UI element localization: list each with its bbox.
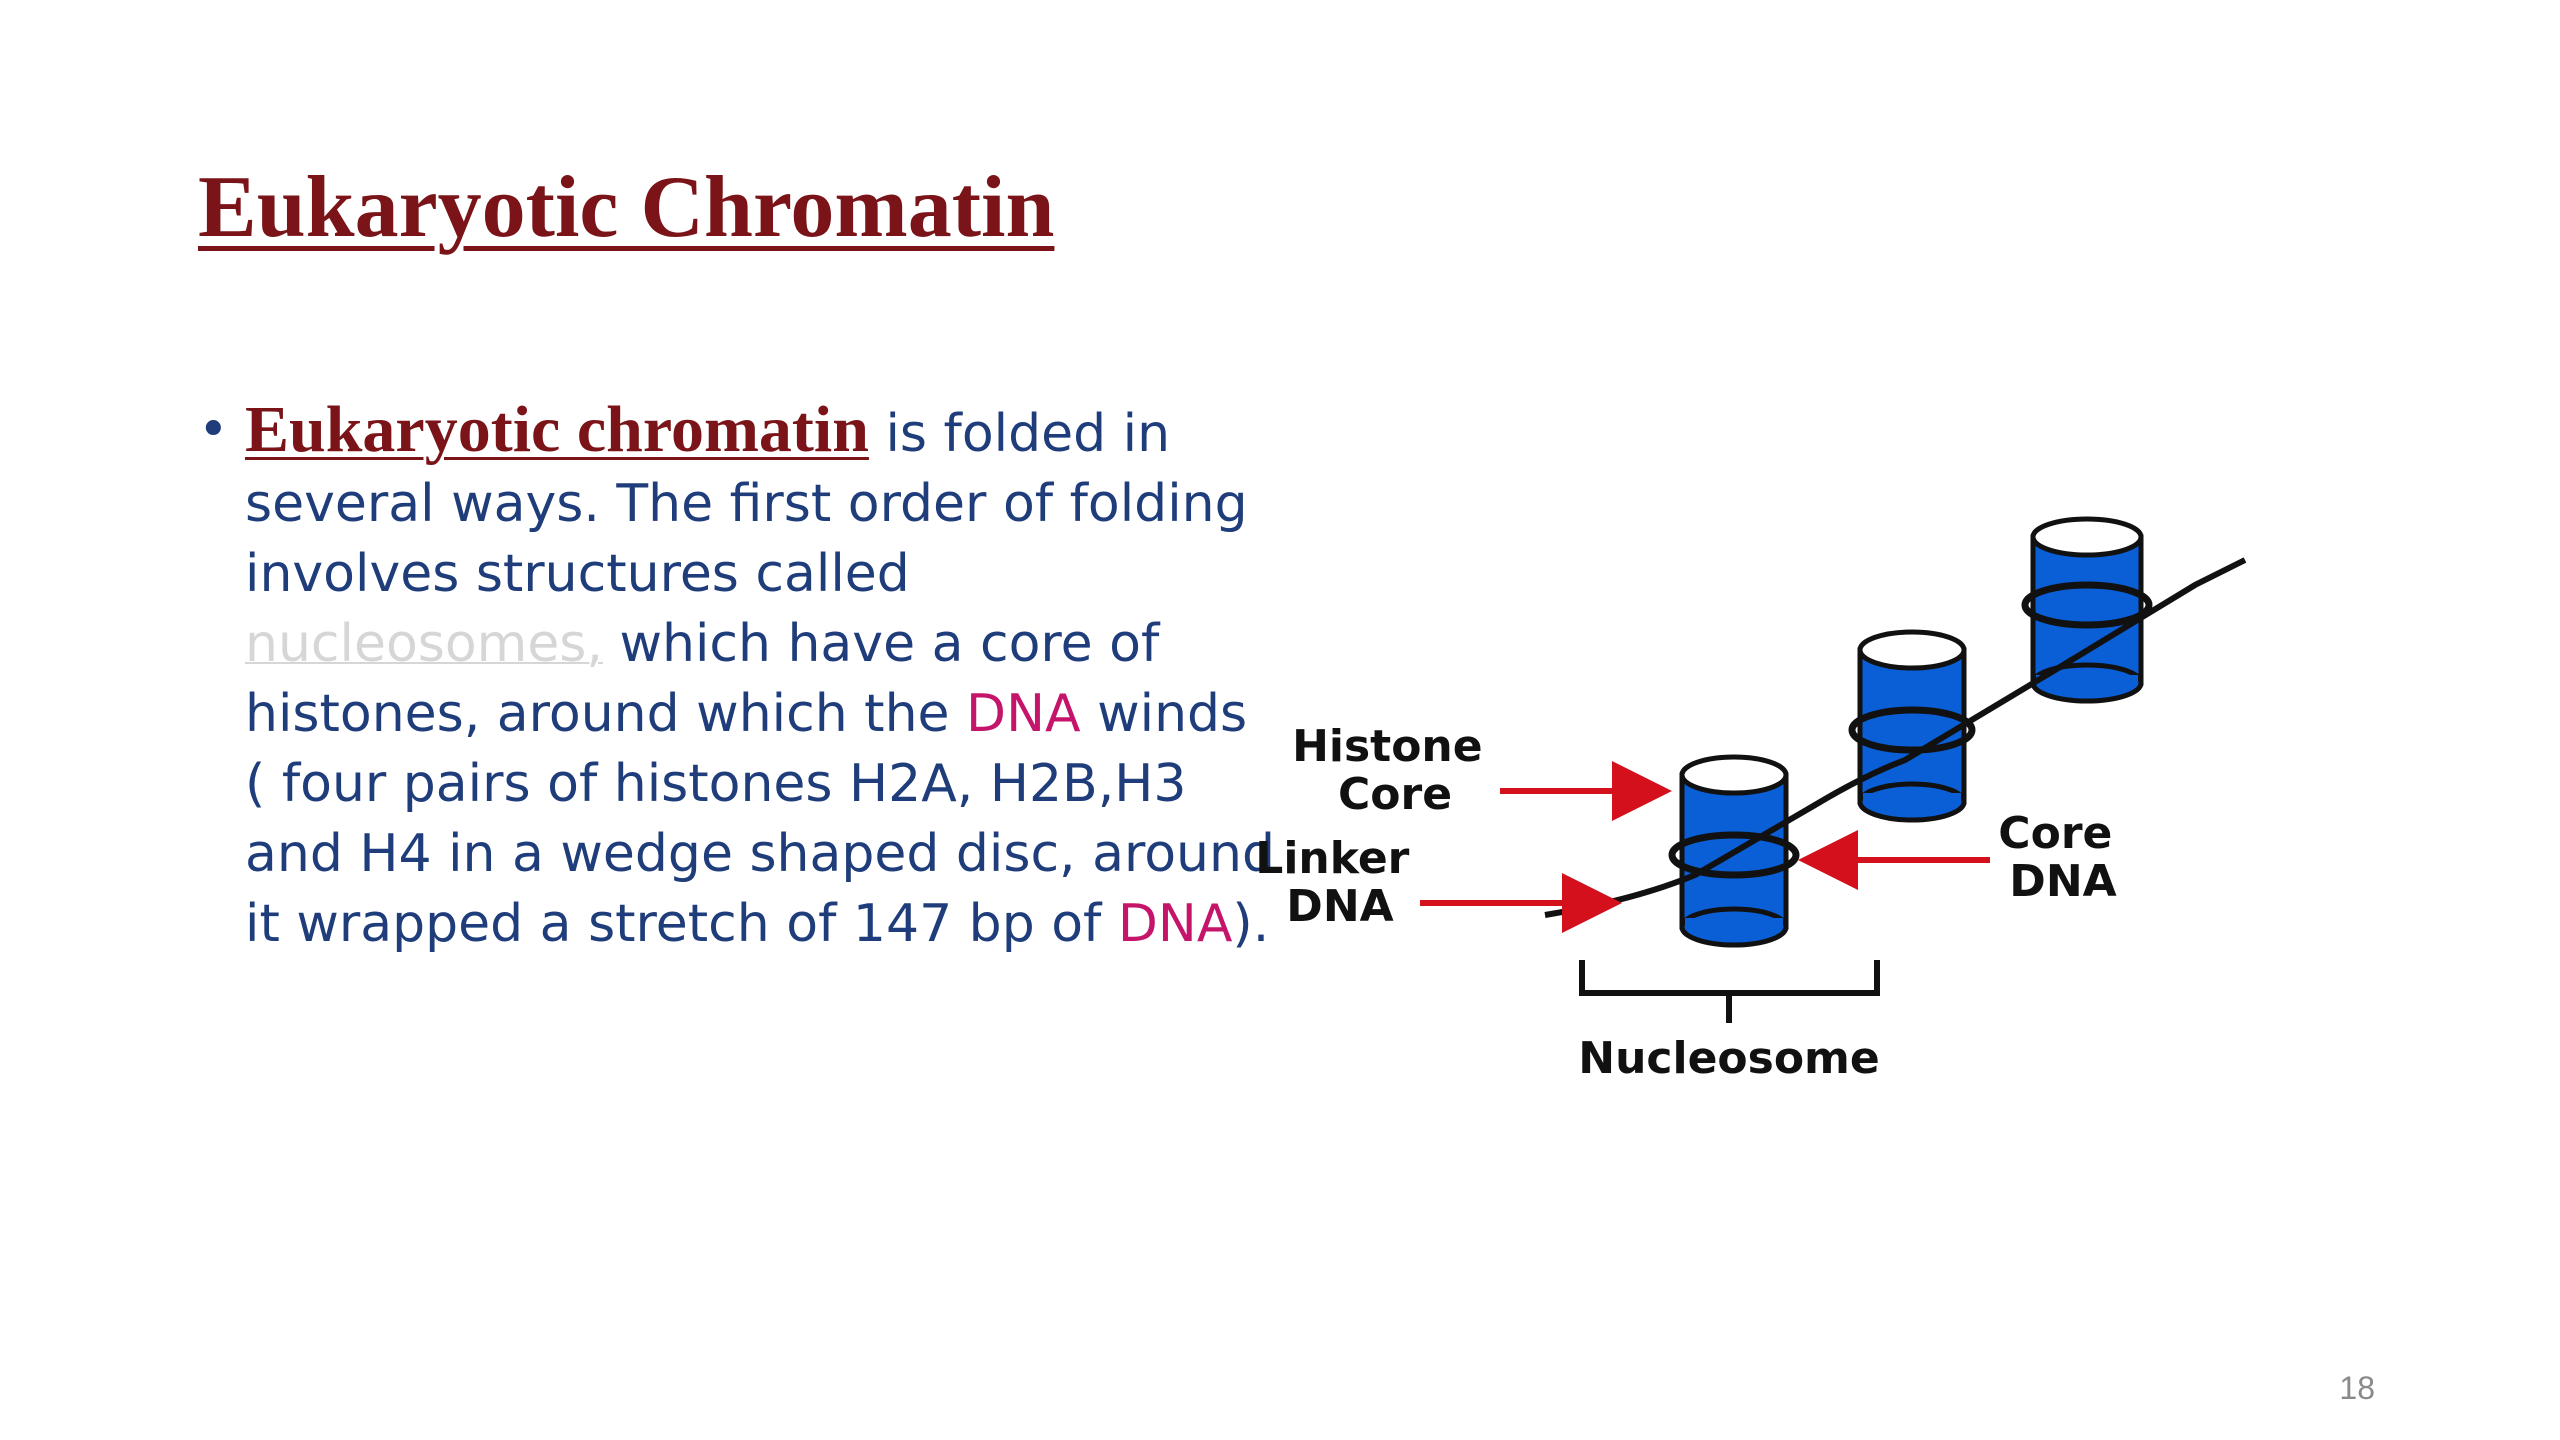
nucleosome-bracket xyxy=(1579,960,1880,1023)
text-segment: which have a core of histones, around wh… xyxy=(245,614,1160,744)
label-linker-dna: Linker DNA xyxy=(1255,833,1424,932)
text-segment: ). xyxy=(1232,894,1270,954)
dna-strand xyxy=(1544,557,2247,918)
term-dna: DNA xyxy=(1117,894,1233,954)
term-dna: DNA xyxy=(966,684,1081,744)
bullet-text: Eukaryotic chromatin is folded in severa… xyxy=(245,395,1278,959)
term-eukaryotic-chromatin[interactable]: Eukaryotic chromatin xyxy=(245,393,869,466)
label-histone-core: Histone Core xyxy=(1292,721,1498,820)
histone-cylinder xyxy=(2021,516,2153,704)
page-number: 18 xyxy=(2339,1370,2375,1406)
histone-cylinder xyxy=(1848,629,1976,823)
slide-title: Eukaryotic Chromatin xyxy=(198,159,1055,256)
bullet-paragraph: • Eukaryotic chromatin is folded in seve… xyxy=(198,395,1278,959)
label-nucleosome: Nucleosome xyxy=(1578,1033,1880,1084)
label-core-dna: Core DNA xyxy=(1998,808,2127,907)
link-nucleosomes[interactable]: nucleosomes, xyxy=(245,614,603,674)
bullet-marker: • xyxy=(198,400,229,460)
text-segment: winds ( four pairs of histones H2A, H2B,… xyxy=(245,684,1275,954)
text-segment: is folded in several ways. The first ord… xyxy=(245,404,1248,604)
nucleosome-diagram: Histone Core Linker DNA Core DNA Nucleos… xyxy=(1255,516,2247,1084)
